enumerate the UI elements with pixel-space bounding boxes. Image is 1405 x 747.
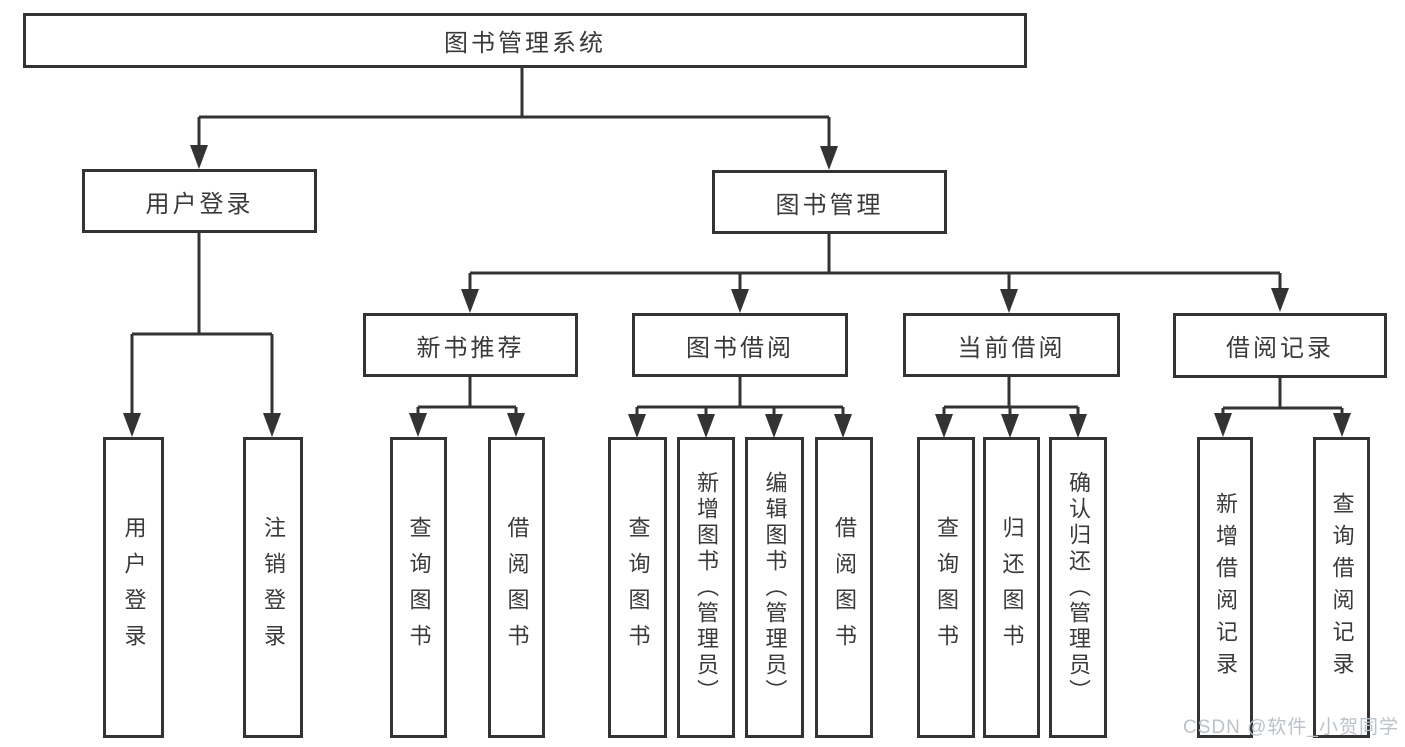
node-new-book-recommendation: 新书推荐 <box>363 313 578 377</box>
leaf-user-login: 用户登录 <box>103 437 164 738</box>
arrow-down-icon <box>628 414 646 438</box>
arrow-down-icon <box>409 413 427 437</box>
node-borrowing-records: 借阅记录 <box>1173 313 1387 378</box>
node-book-borrowing: 图书借阅 <box>632 313 848 377</box>
arrow-down-icon <box>731 289 749 313</box>
arrow-down-icon <box>1001 414 1019 438</box>
arrow-down-icon <box>697 414 715 438</box>
node-book-management: 图书管理 <box>712 170 947 234</box>
leaf-logout: 注销登录 <box>243 437 303 738</box>
arrow-down-icon <box>1333 413 1351 437</box>
arrow-down-icon <box>765 414 783 438</box>
arrow-down-icon <box>1214 413 1232 437</box>
leaf-edit-books-admin: 编辑图书（管理员） <box>745 437 804 738</box>
leaf-return-books: 归还图书 <box>983 437 1040 738</box>
arrow-down-icon <box>190 145 208 169</box>
arrow-down-icon <box>820 146 838 170</box>
arrow-down-icon <box>123 413 141 437</box>
leaf-query-books-recommend: 查询图书 <box>390 437 447 738</box>
arrow-down-icon <box>507 413 525 437</box>
arrow-down-icon <box>461 289 479 313</box>
leaf-query-books-borrow: 查询图书 <box>608 437 667 738</box>
leaf-query-books-current: 查询图书 <box>917 437 975 738</box>
leaf-add-borrow-record: 新增借阅记录 <box>1197 437 1253 738</box>
leaf-borrow-books-recommend: 借阅图书 <box>488 437 545 738</box>
arrow-down-icon <box>834 414 852 438</box>
arrow-down-icon <box>263 413 281 437</box>
node-current-borrowing: 当前借阅 <box>903 313 1120 377</box>
arrow-down-icon <box>1069 414 1087 438</box>
arrow-down-icon <box>935 414 953 438</box>
arrow-down-icon <box>1271 288 1289 312</box>
node-user-login: 用户登录 <box>82 169 317 233</box>
node-library-management-system: 图书管理系统 <box>23 13 1027 68</box>
leaf-query-borrow-record: 查询借阅记录 <box>1313 437 1370 738</box>
leaf-add-books-admin: 新增图书（管理员） <box>677 437 735 738</box>
leaf-confirm-return-admin: 确认归还（管理员） <box>1049 437 1107 738</box>
arrow-down-icon <box>1000 289 1018 313</box>
leaf-borrow-books: 借阅图书 <box>815 437 873 738</box>
watermark: CSDN @软件_小贺同学 <box>1183 717 1399 738</box>
